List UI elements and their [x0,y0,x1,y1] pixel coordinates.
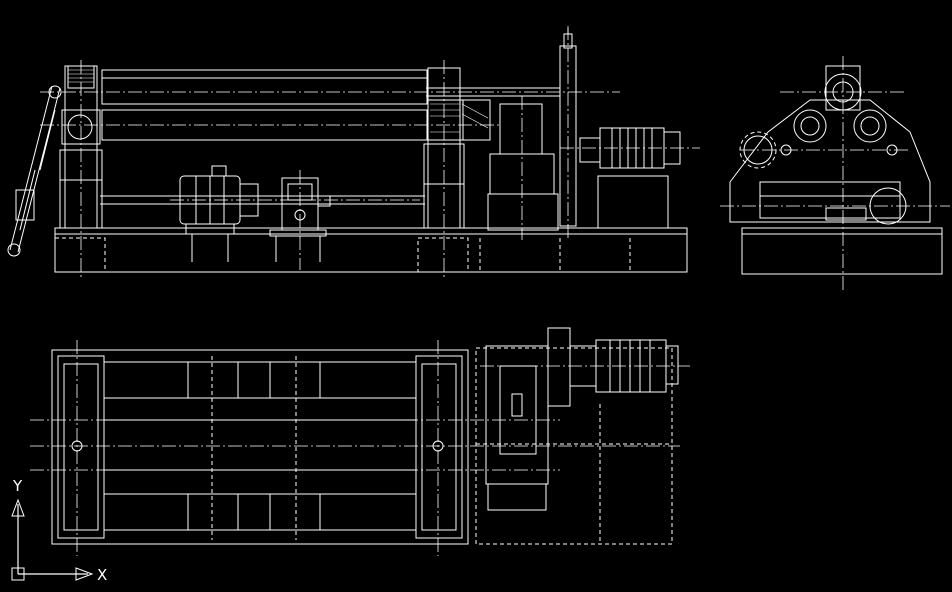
side-elevation-view [720,56,950,290]
base-frame [54,227,688,273]
plan-view [30,327,690,556]
gearbox-plan [485,345,549,485]
drive-motor [560,127,700,229]
ucs-x-label: X [97,566,107,584]
side-frame [729,99,931,223]
plan-frame [51,349,469,545]
ucs-axis-icon: Y X [11,477,107,584]
vertical-ram [559,26,577,240]
right-bearing-housing [423,60,491,280]
main-motor [170,165,420,262]
side-base [741,227,943,275]
upper-roll [101,69,428,105]
front-elevation-view [7,26,700,280]
ucs-y-label: Y [12,477,23,495]
right-side-roll [853,109,887,143]
gear-reducer [487,96,559,240]
left-bearing-housing [59,60,103,280]
tilt-cylinder [7,85,62,257]
left-side-roll [793,109,827,143]
coupling-housing [269,170,331,270]
